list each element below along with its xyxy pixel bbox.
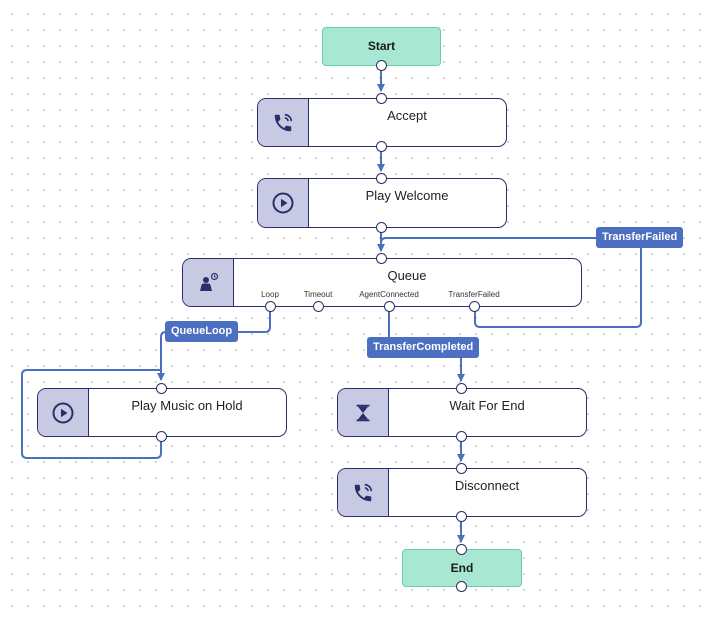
port-label-loop: Loop xyxy=(261,290,279,299)
port-label-agent-connected: AgentConnected xyxy=(359,290,419,299)
edge-label-transfer-failed[interactable]: TransferFailed xyxy=(596,227,684,248)
end-in-port[interactable] xyxy=(456,544,467,555)
play-welcome-out-port[interactable] xyxy=(376,222,387,233)
edge-music-on-hold-loop[interactable] xyxy=(21,369,162,459)
accept-label: Accept xyxy=(387,108,427,123)
edge-label-transfer-completed[interactable]: TransferCompleted xyxy=(367,337,480,358)
play-welcome-label: Play Welcome xyxy=(365,188,449,203)
queue-agent-connected-port[interactable] xyxy=(384,301,395,312)
wait-for-end-label: Wait For End xyxy=(449,398,525,413)
accept-in-port[interactable] xyxy=(376,93,387,104)
start-label: Start xyxy=(367,39,396,53)
play-circle-icon xyxy=(272,192,294,214)
music-on-hold-out-port[interactable] xyxy=(156,431,167,442)
hourglass-icon xyxy=(356,404,370,421)
wait-for-end-node[interactable]: Wait For End xyxy=(337,388,587,437)
queue-transfer-failed-port[interactable] xyxy=(469,301,480,312)
edge-transfer-failed-loop[interactable] xyxy=(380,237,642,328)
play-welcome-node[interactable]: Play Welcome xyxy=(257,178,507,228)
queue-icon-box xyxy=(183,259,234,306)
start-out-port[interactable] xyxy=(376,60,387,71)
phone-ringing-icon xyxy=(274,113,293,131)
end-label: End xyxy=(450,561,474,575)
start-node[interactable]: Start xyxy=(322,27,441,66)
play-circle-icon xyxy=(52,402,74,423)
edge-label-queue-loop[interactable]: QueueLoop xyxy=(165,321,239,342)
queue-loop-port[interactable] xyxy=(265,301,276,312)
play-music-on-hold-node[interactable]: Play Music on Hold xyxy=(37,388,287,437)
play-welcome-in-port[interactable] xyxy=(376,173,387,184)
accept-out-port[interactable] xyxy=(376,141,387,152)
accept-node[interactable]: Accept xyxy=(257,98,507,147)
disconnect-out-port[interactable] xyxy=(456,511,467,522)
edge-queue-loop[interactable] xyxy=(157,307,271,381)
music-on-hold-in-port[interactable] xyxy=(156,383,167,394)
port-label-transfer-failed: TransferFailed xyxy=(448,290,500,299)
end-out-port[interactable] xyxy=(456,581,467,592)
wait-for-end-out-port[interactable] xyxy=(456,431,467,442)
queue-timeout-port[interactable] xyxy=(313,301,324,312)
port-label-timeout: Timeout xyxy=(303,290,333,299)
accept-icon-box xyxy=(258,99,309,146)
disconnect-icon-box xyxy=(338,469,389,516)
play-music-on-hold-icon-box xyxy=(38,389,89,436)
disconnect-in-port[interactable] xyxy=(456,463,467,474)
queue-in-port[interactable] xyxy=(376,253,387,264)
disconnect-label: Disconnect xyxy=(454,478,520,493)
agent-clock-icon xyxy=(200,272,219,291)
queue-label: Queue xyxy=(387,268,427,283)
play-welcome-icon-box xyxy=(258,179,309,227)
disconnect-node[interactable]: Disconnect xyxy=(337,468,587,517)
phone-ringing-icon xyxy=(354,483,373,501)
queue-node[interactable]: Queue xyxy=(182,258,582,307)
wait-for-end-icon-box xyxy=(338,389,389,436)
wait-for-end-in-port[interactable] xyxy=(456,383,467,394)
play-music-on-hold-label: Play Music on Hold xyxy=(131,398,243,413)
